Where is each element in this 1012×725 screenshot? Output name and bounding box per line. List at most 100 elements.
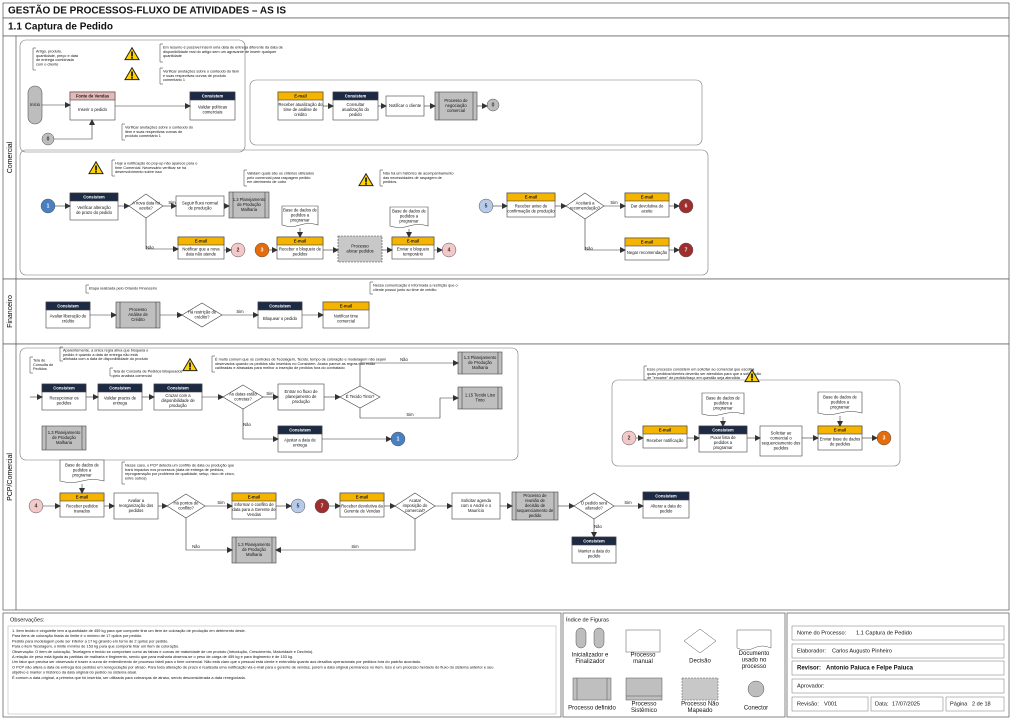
observation-line-0-line: 1. Item tecido e cingulette tem a quanti…: [12, 628, 246, 633]
decision-label-sim: Sim: [236, 309, 244, 314]
connector-0-a[interactable]: 0: [41, 132, 55, 146]
info-revisao-label: Revisão:: [797, 701, 819, 707]
note-etapa-text: Etapa realizada pelo Orlando Financeiro: [89, 287, 157, 291]
info-revisao-value-line: V001: [824, 701, 837, 707]
document-base-dados-3-label-line: programar: [713, 406, 733, 411]
decision-datas-corretas-label-line: corretas?: [234, 397, 252, 402]
process-entrar-fluxo-label-line: produção: [292, 399, 310, 404]
process-notificar-nova-data-badge-label: E-mail: [195, 238, 208, 243]
connector-5-b[interactable]: 5: [290, 498, 306, 514]
connector-3-b[interactable]: 3: [876, 430, 892, 446]
connector-6-a[interactable]: 6: [678, 198, 694, 214]
process-enviar-bloqueio-badge-label: E-mail: [407, 238, 420, 243]
process-solicitar-sequenciamento-label-line: pedidos: [774, 446, 789, 451]
connector-0-b[interactable]: 0: [486, 98, 500, 112]
info-elaborador-label: Elaborador:: [797, 648, 826, 654]
connector-1-a[interactable]: 1: [40, 198, 56, 214]
connector-1-b[interactable]: 1: [390, 431, 406, 447]
decision-label-nao: Não: [400, 357, 408, 362]
document-base-dados-5-shape: [59, 459, 105, 483]
decision-label-sim-line: Sim: [217, 500, 225, 505]
connector-4-b[interactable]: 4: [28, 498, 44, 514]
legend-label-2: Decisão: [689, 659, 711, 665]
process-verificar-alteracao-label-line: Verificar alteração: [77, 205, 111, 210]
note-verif-text-line: item e suas respectivas curvas de: [125, 130, 182, 134]
note-muito-comum-text-line: É muito comum que os controles de Tecela…: [215, 357, 386, 362]
process-puxar-lista-label-line: pedidos a: [714, 440, 733, 445]
process-puxar-lista-label-line: Puxar lista de: [710, 435, 736, 440]
connector-2-b[interactable]: 2: [621, 430, 637, 446]
process-verificar-alteracao-label-line: de prazo do pedido: [76, 210, 113, 215]
connector-3-a[interactable]: 3: [254, 242, 270, 258]
info-revisor-label-line: Revisor:: [797, 666, 821, 672]
decision-label-sim: Sim: [610, 200, 618, 205]
legend-processo-definido: [572, 677, 612, 701]
process-solicitar-agenda-label-line: Solicitar agenda: [461, 498, 492, 503]
process-alterar-data-badge-label-line: Consistem: [655, 493, 677, 498]
connector-7-b[interactable]: 7: [314, 498, 330, 514]
connector-2-a[interactable]: 2: [230, 242, 246, 258]
process-notificar-cliente[interactable]: Notificar o cliente: [385, 95, 425, 117]
start-terminator[interactable]: Início: [27, 85, 43, 125]
note-artigo-text-line: de entrega combinada: [36, 58, 75, 62]
connector-7-a[interactable]: 7: [678, 242, 694, 258]
legend-terminator-2: [593, 627, 605, 649]
process-planejamento-13-c-label-line: Malharia: [56, 440, 73, 445]
note-tela-bloq-bracket: [109, 367, 113, 377]
decision-restricao-credito-shape: [181, 302, 223, 328]
process-receber-pedidos-label-line: Receber pedidos: [66, 504, 98, 509]
note-verif-bracket: [121, 123, 125, 141]
note-nesse-caso-text-line: entre outros): [125, 476, 147, 480]
connector-4-a[interactable]: 4: [441, 242, 457, 258]
note-hoje-bracket: [111, 159, 115, 177]
process-negociacao-comercial-frame: [434, 91, 478, 121]
connector-5-a[interactable]: 5: [478, 198, 494, 214]
